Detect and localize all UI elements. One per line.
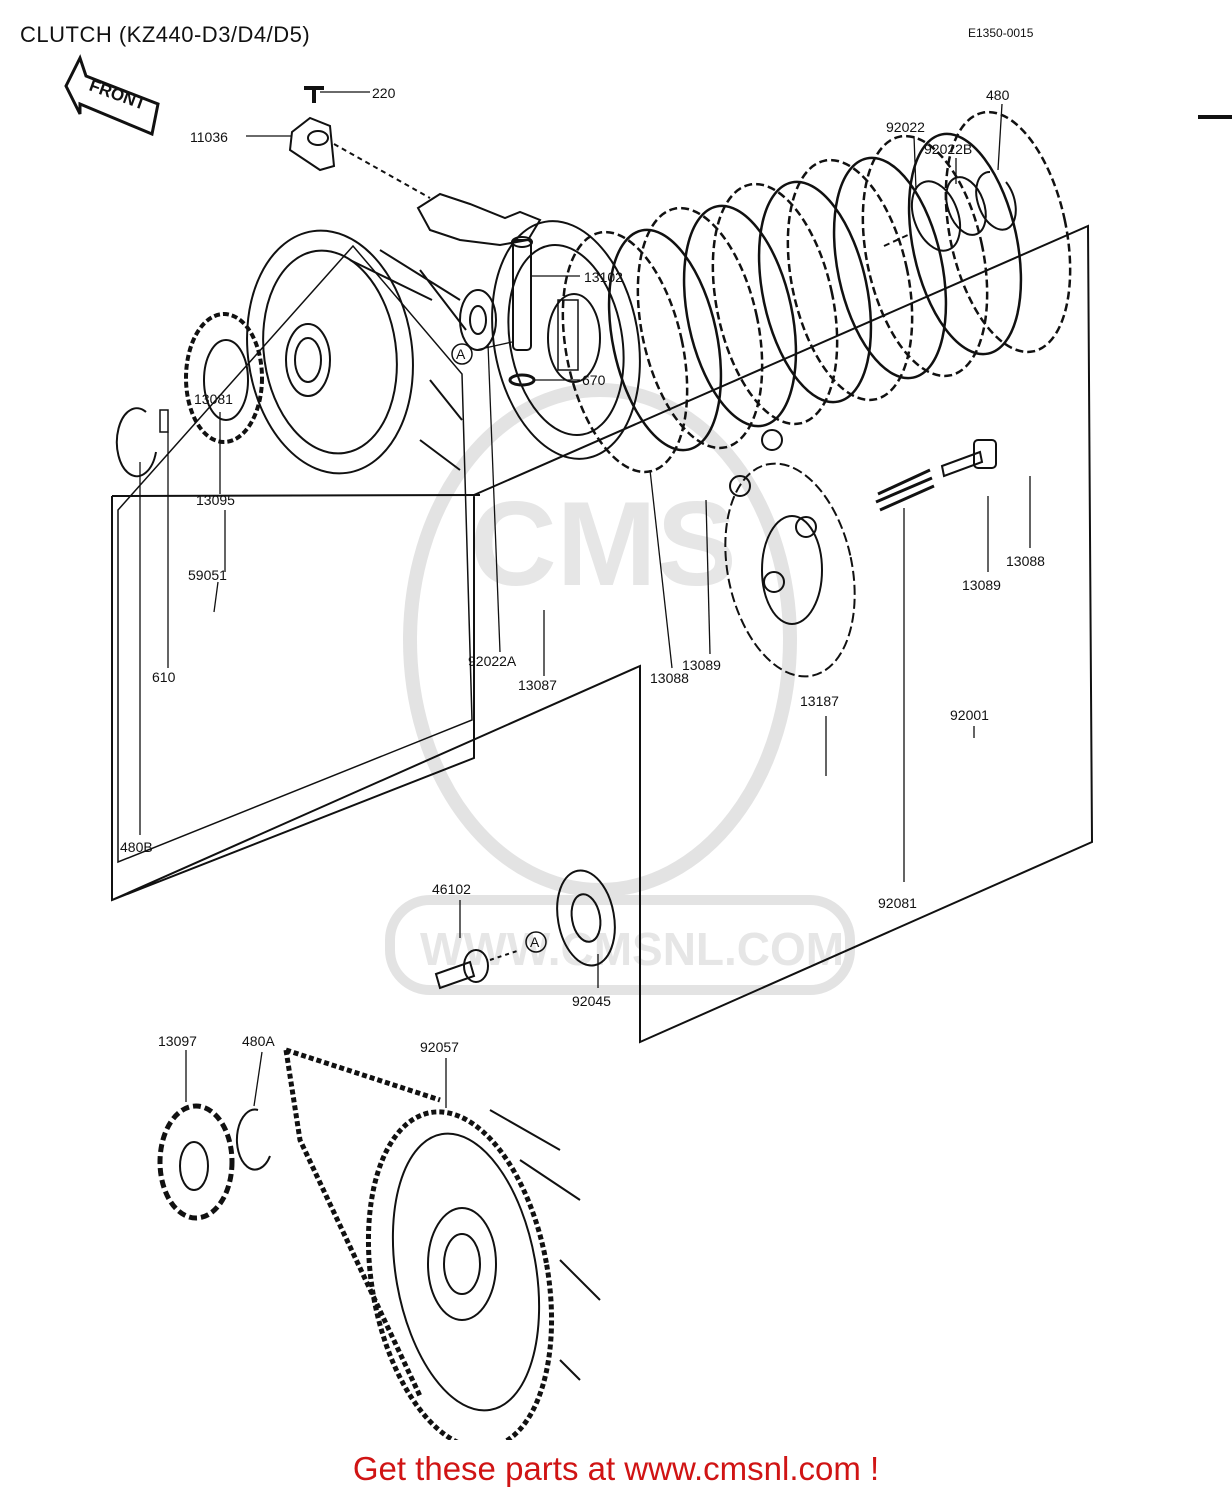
sprocket-13097 — [157, 1103, 235, 1221]
part-label-13089-rear: 13089 — [962, 577, 1001, 593]
outline-13095 — [117, 244, 473, 864]
part-label-610: 610 — [152, 669, 176, 685]
leader-lines — [139, 91, 1031, 1108]
circlip-480a — [235, 1108, 271, 1171]
part-label-13095: 13095 — [196, 492, 235, 508]
part-label-46102: 46102 — [432, 881, 471, 897]
part-label-92022b: 92022B — [924, 141, 972, 157]
part-label-480: 480 — [986, 87, 1010, 103]
part-label-13102: 13102 — [584, 269, 623, 285]
diagram-code: E1350-0015 — [968, 26, 1034, 40]
part-label-480b: 480B — [120, 839, 153, 855]
part-labels: 11036 220 13102 670 480 92022 92022B 130… — [120, 85, 1045, 1055]
svg-text:A: A — [530, 934, 540, 950]
part-label-92022a: 92022A — [468, 653, 517, 669]
outline-13081 — [111, 224, 1094, 1044]
part-label-13097: 13097 — [158, 1033, 197, 1049]
svg-text:A: A — [456, 346, 466, 362]
circlip-480b — [115, 407, 157, 478]
part-label-92001: 92001 — [950, 707, 989, 723]
part-label-220: 220 — [372, 85, 396, 101]
part-label-13088-front: 13088 — [650, 670, 689, 686]
primary-driven-housing — [391, 1109, 601, 1412]
pressure-plate-13187 — [724, 429, 856, 678]
primary-gear-59051 — [184, 312, 264, 444]
chain-92057 — [283, 1047, 555, 1440]
bolt-92001 — [940, 439, 997, 478]
circlip-rings — [883, 170, 1017, 252]
part-label-13088-rear: 13088 — [1006, 553, 1045, 569]
part-label-92045: 92045 — [572, 993, 611, 1009]
exploded-parts-diagram: CMS WWW.CMSNL.COM FRONT — [64, 54, 1232, 1440]
cta-link[interactable]: Get these parts at www.cmsnl.com ! — [352, 1450, 880, 1487]
watermark-logo: CMS — [470, 477, 737, 611]
callout-a-top: A — [451, 343, 473, 365]
part-label-480a: 480A — [242, 1033, 275, 1049]
part-label-92022: 92022 — [886, 119, 925, 135]
clutch-hub-13087 — [491, 220, 641, 460]
bearing-92045 — [556, 869, 616, 967]
pushrod-46102 — [434, 949, 521, 990]
thrust-washer-92022a — [459, 289, 497, 351]
part-label-59051: 59051 — [188, 567, 227, 583]
part-label-92057: 92057 — [420, 1039, 459, 1055]
spring-92081 — [875, 468, 935, 512]
callout-a-bottom: A — [525, 931, 547, 953]
pin-610 — [159, 409, 169, 433]
part-label-670: 670 — [582, 372, 606, 388]
front-arrow-label: FRONT — [87, 76, 149, 114]
part-label-13187: 13187 — [800, 693, 839, 709]
part-label-11036: 11036 — [190, 129, 228, 145]
part-label-92081: 92081 — [878, 895, 917, 911]
cmsnl-watermark: CMS WWW.CMSNL.COM — [385, 383, 855, 995]
front-arrow-icon: FRONT — [64, 54, 160, 137]
part-label-13081: 13081 — [194, 391, 233, 407]
clutch-plate-stack — [561, 110, 1072, 474]
clutch-housing — [246, 229, 467, 475]
watermark-url: WWW.CMSNL.COM — [420, 923, 844, 975]
page-title: CLUTCH (KZ440-D3/D4/D5) — [20, 22, 311, 47]
part-label-13087: 13087 — [518, 677, 557, 693]
part-label-13089-front: 13089 — [682, 657, 721, 673]
